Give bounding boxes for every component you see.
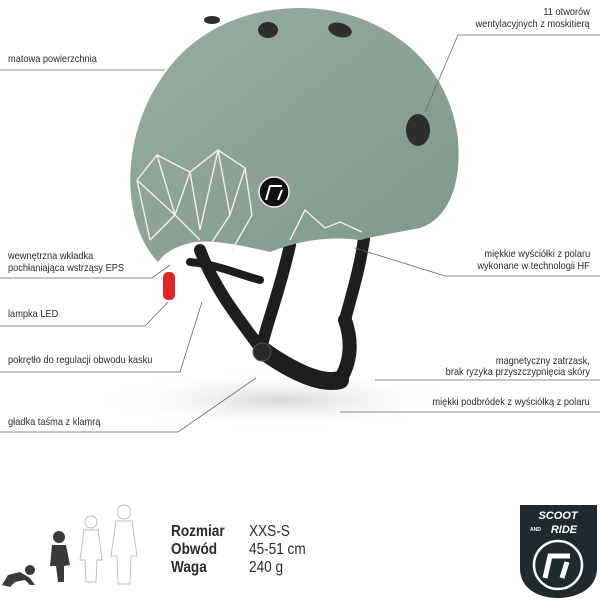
- geometric-pattern: [136, 149, 363, 251]
- callout-vents-1: 11 otworów: [543, 6, 590, 18]
- child-icon: [84, 515, 98, 529]
- spec-circumference-label: Obwód: [171, 541, 218, 558]
- spec-weight-label: Waga: [171, 559, 207, 576]
- spec-weight-value: 240 g: [249, 559, 284, 576]
- older-child-icon: [116, 504, 132, 520]
- callout-magnet-1: magnetyczny zatrzask,: [496, 355, 590, 367]
- scoot-and-ride-logo: SCOOT AND RIDE: [520, 505, 597, 598]
- svg-text:SCOOT: SCOOT: [538, 510, 578, 522]
- callout-vents-2: wentylacyjnych z moskitierą: [475, 18, 590, 30]
- callout-matte-surface: matowa powierzchnia: [8, 53, 97, 65]
- callout-eps-1: wewnętrzna wkładka: [8, 250, 94, 262]
- svg-text:RIDE: RIDE: [551, 524, 578, 536]
- callout-lines: [0, 34, 600, 433]
- callout-padding-2: wykonane w technologii HF: [477, 260, 590, 272]
- callout-strap: gładka taśma z klamrą: [8, 416, 101, 428]
- spec-size-label: Rozmiar: [171, 523, 225, 540]
- svg-text:AND: AND: [530, 527, 541, 533]
- vent-holes: [204, 16, 430, 146]
- child-size-silhouettes: [2, 504, 138, 587]
- straps: [186, 226, 371, 390]
- logo-badge: [258, 176, 290, 208]
- callout-chin: miękki podbródek z wyściółką z polaru: [432, 396, 590, 408]
- toddler-icon: [53, 531, 65, 543]
- helmet-shell: [130, 8, 459, 262]
- callout-dial: pokrętło do regulacji obwodu kasku: [8, 354, 153, 366]
- spec-size-value: XXS-S: [249, 523, 290, 540]
- callout-led: lampka LED: [8, 308, 59, 320]
- baby-crawling-icon: [2, 572, 35, 587]
- callout-padding-1: miękkie wyściółki z polaru: [484, 248, 590, 260]
- led-light: [163, 272, 175, 300]
- callout-eps-2: pochłaniająca wstrząsy EPS: [8, 262, 125, 274]
- callout-magnet-2: brak ryzyka przyszczypnięcia skóry: [445, 366, 590, 378]
- floor-shadow: [90, 370, 470, 430]
- spec-circumference-value: 45-51 cm: [249, 541, 306, 558]
- magnetic-buckle: [252, 342, 272, 362]
